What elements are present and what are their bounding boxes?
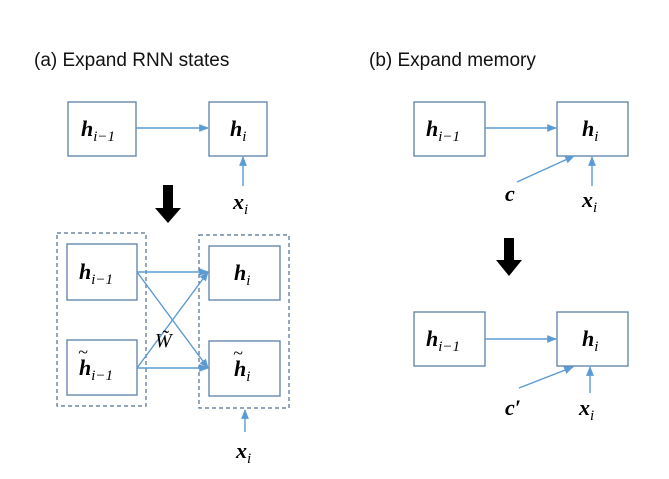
panel-a-bottom: hi−1 hi−1 ~ hi hi ~ W̃ xi <box>56 232 290 467</box>
box-b2-h-i <box>556 311 629 367</box>
box-htilde-prev <box>66 339 138 396</box>
tilde-i: ~ <box>233 343 243 363</box>
panel-b-title: (b) Expand memory <box>369 50 536 71</box>
label-w-tilde: W̃ <box>155 329 174 352</box>
group-right <box>198 234 290 409</box>
label-c: c <box>505 181 515 206</box>
label-h-prev-expanded: hi−1 <box>79 259 113 288</box>
group-left <box>56 232 147 407</box>
label-b-h-prev: hi−1 <box>426 116 460 145</box>
label-b2-h-prev: hi−1 <box>426 326 460 355</box>
label-b2-x-i: xi <box>578 395 594 424</box>
label-h-i-expanded: hi <box>234 260 250 289</box>
label-b2-h-i: hi <box>582 326 598 355</box>
label-x-i: xi <box>232 189 248 218</box>
box-h-prev-expanded <box>66 243 138 301</box>
arrow-c-prime-to-h-i <box>518 366 574 389</box>
box-h-prev <box>67 101 137 157</box>
label-b-h-i: hi <box>582 116 598 145</box>
label-htilde-prev: hi−1 <box>79 355 113 384</box>
panel-a-title: (a) Expand RNN states <box>34 50 229 71</box>
arrow-c-to-h-i <box>516 155 575 183</box>
panel-b-top: hi−1 hi c xi <box>413 101 629 216</box>
label-c-prime: c′ <box>505 395 521 420</box>
transition-arrow-b <box>496 238 522 276</box>
panel-a-top: hi−1 hi xi <box>67 101 268 218</box>
box-h-i-expanded <box>208 245 281 301</box>
panel-b-bottom: hi−1 hi c′ xi <box>413 311 629 424</box>
transition-arrow-a <box>155 185 181 223</box>
arrow-ht-h <box>136 271 209 369</box>
label-x-i-bottom: xi <box>235 438 251 467</box>
label-h-i: hi <box>230 116 246 145</box>
box-htilde-i <box>208 340 281 397</box>
label-htilde-i: hi <box>234 356 250 385</box>
tilde-prev: ~ <box>78 342 88 362</box>
label-b-x-i: xi <box>581 187 597 216</box>
box-b-h-i <box>556 101 629 157</box>
box-h-i <box>208 101 268 157</box>
label-h-prev: hi−1 <box>81 116 115 145</box>
box-b-h-prev <box>413 101 486 157</box>
